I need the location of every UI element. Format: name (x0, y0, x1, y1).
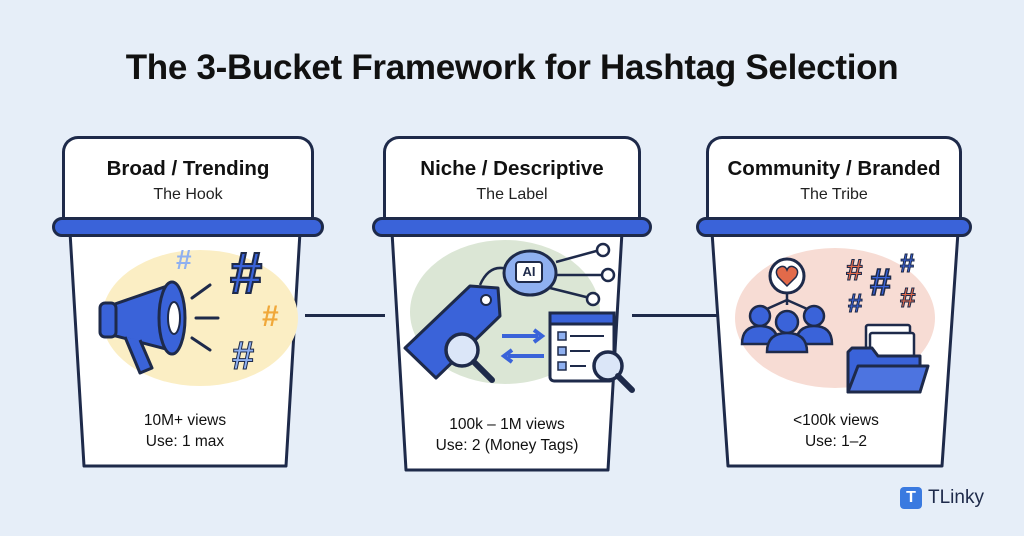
hashtag-icon: # (847, 288, 863, 319)
ai-label: AI (522, 264, 536, 279)
connector-line-1 (305, 314, 385, 317)
hashtag-icon: # (869, 261, 892, 305)
bucket-community-header: Community / Branded The Tribe (706, 136, 962, 224)
hashtag-icon: # (176, 244, 192, 275)
bucket-views: 10M+ views (143, 412, 227, 429)
brand-mark-icon: T (900, 487, 922, 509)
hashtag-icon: # (229, 240, 263, 307)
bucket-broad-header: Broad / Trending The Hook (62, 136, 314, 224)
bucket-broad-stats: 10M+ views Use: 1 max (90, 410, 280, 452)
bucket-rim (52, 217, 324, 237)
brand-logo: T TLinky (900, 487, 984, 509)
page-title: The 3-Bucket Framework for Hashtag Selec… (125, 48, 899, 87)
hashtag-icon: # (899, 248, 915, 279)
bucket-name: Niche / Descriptive (420, 157, 604, 180)
bucket-subtitle: The Hook (153, 186, 223, 203)
bucket-usage: Use: 1 max (145, 433, 225, 450)
hashtag-icon: # (846, 254, 864, 288)
bucket-rim (372, 217, 652, 237)
bucket-niche-stats: 100k – 1M views Use: 2 (Money Tags) (410, 414, 604, 456)
bucket-name: Community / Branded (727, 157, 941, 180)
ai-tag-icon (403, 240, 635, 393)
community-icon (735, 248, 935, 394)
bucket-community-stats: <100k views Use: 1–2 (736, 410, 936, 452)
bucket-views: <100k views (793, 412, 879, 429)
bucket-rim (696, 217, 972, 237)
brand-name: TLinky (928, 487, 984, 508)
hashtag-icon: # (900, 282, 917, 314)
bucket-name: Broad / Trending (106, 157, 270, 180)
bucket-subtitle: The Tribe (800, 186, 868, 203)
bucket-views: 100k – 1M views (449, 416, 565, 433)
hashtag-icon: # (231, 334, 255, 379)
connector-line-2 (632, 314, 722, 317)
megaphone-icon (98, 250, 298, 386)
bucket-usage: Use: 2 (Money Tags) (435, 437, 579, 454)
bucket-niche-header: Niche / Descriptive The Label (383, 136, 641, 224)
bucket-usage: Use: 1–2 (804, 433, 868, 450)
hashtag-icon: # (262, 300, 279, 333)
bucket-subtitle: The Label (476, 186, 548, 203)
